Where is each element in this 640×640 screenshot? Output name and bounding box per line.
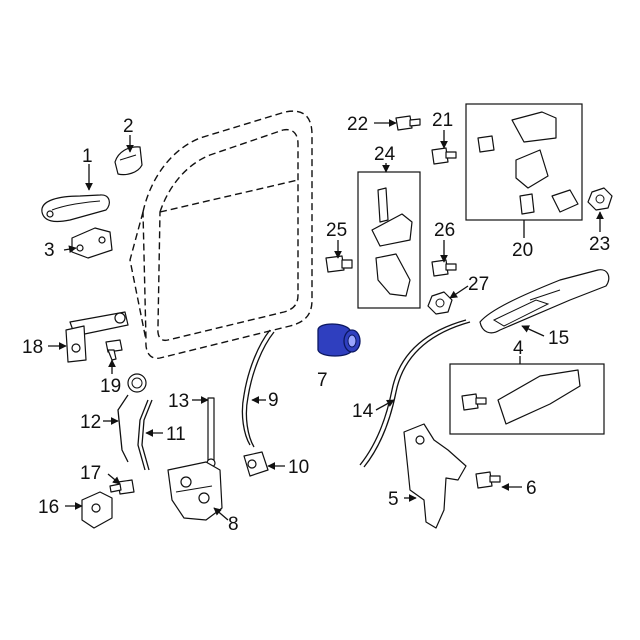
callout-20: 20 bbox=[512, 240, 533, 261]
callout-17: 17 bbox=[80, 463, 101, 484]
box-4 bbox=[449, 363, 605, 435]
box-20 bbox=[465, 103, 583, 221]
callout-22: 22 bbox=[347, 114, 368, 135]
part-7-lock-cylinder bbox=[317, 323, 361, 357]
part-16-striker bbox=[81, 491, 113, 529]
part-25-bolt bbox=[325, 255, 353, 273]
callout-11: 11 bbox=[166, 424, 186, 445]
callout-18: 18 bbox=[22, 337, 43, 358]
part-1-outside-handle bbox=[41, 194, 110, 223]
part-21-bolt bbox=[431, 147, 457, 165]
callout-25: 25 bbox=[326, 220, 347, 241]
callout-27: 27 bbox=[468, 274, 489, 295]
callout-24: 24 bbox=[374, 144, 396, 165]
callout-1: 1 bbox=[82, 146, 93, 167]
part-10-switch bbox=[243, 451, 269, 477]
callout-21: 21 bbox=[432, 110, 453, 131]
part-14-cable bbox=[359, 319, 471, 468]
part-6-bolt bbox=[475, 471, 501, 489]
door-outline bbox=[129, 110, 313, 359]
part-9-cable bbox=[241, 329, 275, 448]
part-11-clip-rod bbox=[137, 399, 153, 471]
callout-10: 10 bbox=[288, 457, 309, 478]
callout-8: 8 bbox=[228, 514, 239, 535]
part-13-rod bbox=[206, 397, 216, 468]
part-22-bolt bbox=[395, 115, 421, 131]
part-27-nut bbox=[427, 291, 453, 315]
part-3-handle-bracket bbox=[71, 227, 113, 259]
part-17-bolt bbox=[109, 479, 135, 495]
callout-16: 16 bbox=[38, 497, 59, 518]
part-15-inside-handle bbox=[479, 269, 610, 334]
callout-26: 26 bbox=[434, 220, 455, 241]
callout-15: 15 bbox=[548, 328, 569, 349]
part-12-rod bbox=[117, 373, 147, 463]
part-8-latch bbox=[167, 461, 223, 521]
callout-7: 7 bbox=[317, 370, 328, 391]
callout-19: 19 bbox=[100, 376, 121, 397]
callout-14: 14 bbox=[352, 401, 374, 422]
callout-2: 2 bbox=[123, 116, 134, 137]
callout-6: 6 bbox=[526, 478, 537, 499]
callout-12: 12 bbox=[80, 412, 101, 433]
callout-13: 13 bbox=[168, 391, 189, 412]
leader-lines bbox=[48, 119, 604, 521]
callout-23: 23 bbox=[589, 234, 610, 255]
callouts: 1 2 3 4 5 6 7 8 9 10 11 12 13 14 15 16 1… bbox=[22, 110, 610, 535]
part-2-handle-cap bbox=[114, 146, 143, 176]
callout-4: 4 bbox=[513, 338, 524, 359]
callout-5: 5 bbox=[388, 489, 399, 510]
part-26-bolt bbox=[431, 259, 457, 277]
part-18-door-check bbox=[65, 311, 129, 363]
part-23-nut bbox=[587, 187, 613, 211]
callout-9: 9 bbox=[268, 390, 279, 411]
part-5-bracket bbox=[403, 423, 467, 529]
box-24 bbox=[357, 171, 421, 309]
callout-3: 3 bbox=[44, 240, 55, 261]
part-19-bolt bbox=[105, 339, 123, 361]
